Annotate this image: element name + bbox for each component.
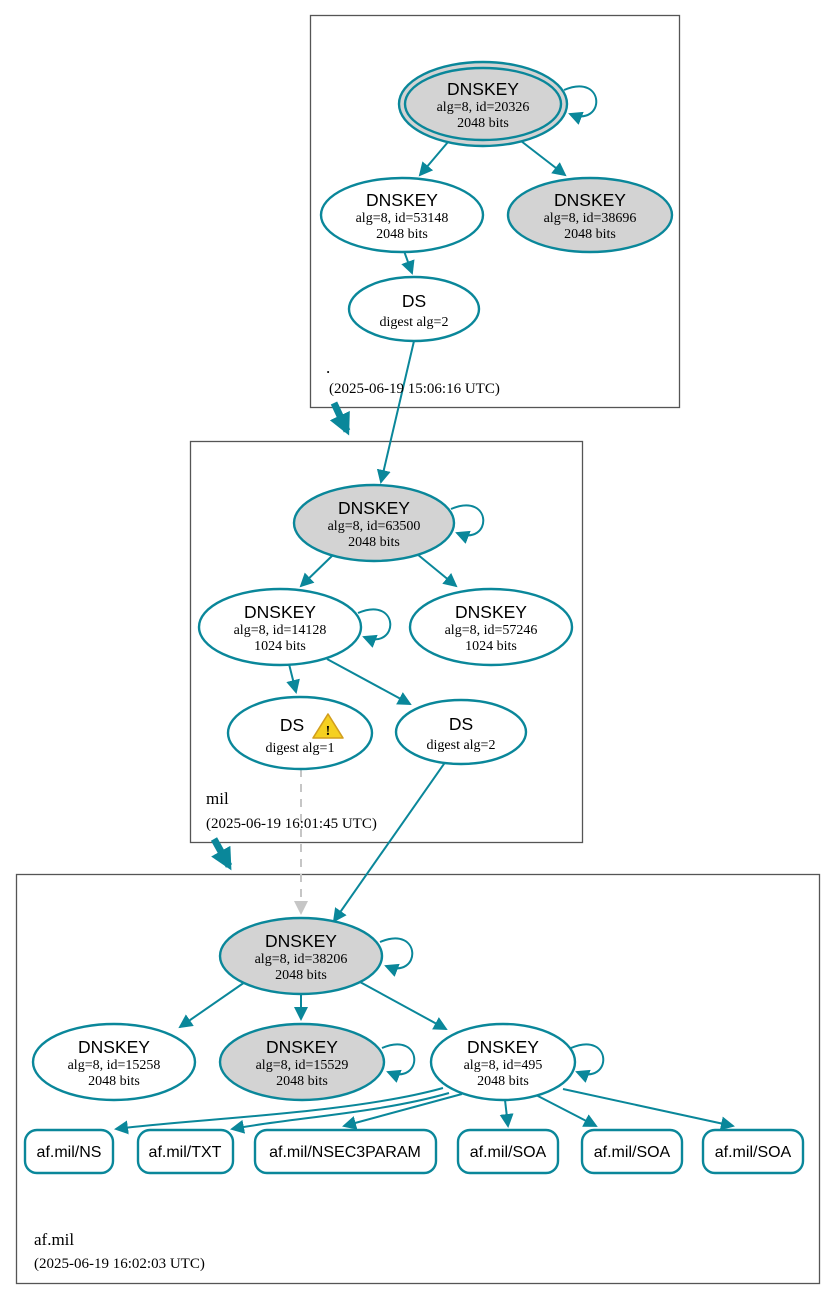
- self-loop-mil-ksk: [450, 504, 485, 544]
- dnskey-node-15529[interactable]: DNSKEY alg=8, id=15529 2048 bits: [218, 1022, 386, 1102]
- dnskey-14128-detail: alg=8, id=14128: [234, 623, 327, 638]
- dnskey-15258-bits: 2048 bits: [88, 1074, 140, 1089]
- dnskey-63500-detail: alg=8, id=63500: [328, 519, 421, 534]
- warning-icon: [312, 713, 344, 739]
- ds-node-mil-alg1[interactable]: DS ! digest alg=1: [226, 695, 374, 771]
- ds-mil-alg1-title: DS: [280, 715, 304, 735]
- ds-node-root[interactable]: DS digest alg=2: [347, 275, 481, 343]
- rrset-txt-label: af.mil/TXT: [149, 1144, 222, 1161]
- dnskey-38206-detail: alg=8, id=38206: [255, 952, 348, 967]
- edge-root-zsk-to-ds: [401, 250, 415, 275]
- zone-timestamp-af-mil: (2025-06-19 16:02:03 UTC): [34, 1256, 205, 1272]
- zone-box-mil: [189, 440, 584, 844]
- edge-mil-ksk-to-zsk: [299, 553, 335, 588]
- edge-mil-zsk-to-ds1: [286, 663, 300, 694]
- dnskey-node-14128[interactable]: DNSKEY alg=8, id=14128 1024 bits: [197, 587, 363, 667]
- dnskey-node-57246[interactable]: DNSKEY alg=8, id=57246 1024 bits: [408, 587, 574, 667]
- dnskey-node-20326[interactable]: DNSKEY alg=8, id=20326 2048 bits: [397, 60, 569, 148]
- dnskey-14128-bits: 1024 bits: [254, 639, 306, 654]
- dnskey-node-495[interactable]: DNSKEY alg=8, id=495 2048 bits: [429, 1022, 577, 1102]
- edge-zsk495-to-ns: [114, 1087, 444, 1135]
- ds-root-detail: digest alg=2: [380, 315, 449, 330]
- rrset-node-txt[interactable]: af.mil/TXT: [136, 1128, 235, 1175]
- rrset-soa3-label: af.mil/SOA: [715, 1144, 792, 1161]
- dnskey-495-detail: alg=8, id=495: [464, 1058, 543, 1073]
- dnskey-63500-title: DNSKEY: [338, 498, 410, 518]
- self-loop-mil-zsk: [357, 608, 392, 648]
- delegation-arrow-root-to-mil: [329, 401, 351, 436]
- rrset-node-soa-1[interactable]: af.mil/SOA: [456, 1128, 560, 1175]
- dnskey-38206-title: DNSKEY: [265, 931, 337, 951]
- dnskey-38206-bits: 2048 bits: [275, 968, 327, 983]
- zone-label-root: .: [326, 358, 330, 377]
- edge-root-ds-to-mil-ksk: [376, 340, 415, 484]
- edge-mil-ds2-to-afmil-ksk: [332, 760, 447, 923]
- self-loop-afmil-zsk495: [570, 1043, 605, 1083]
- zone-box-root: [309, 14, 681, 409]
- ds-node-mil-alg2[interactable]: DS digest alg=2: [394, 698, 528, 766]
- rrset-node-soa-3[interactable]: af.mil/SOA: [701, 1128, 805, 1175]
- ds-mil-alg1-detail: digest alg=1: [266, 741, 335, 756]
- edge-root-ksk-to-zsk: [418, 141, 449, 177]
- rrset-nsec3param-label: af.mil/NSEC3PARAM: [269, 1144, 421, 1161]
- rrset-node-nsec3param[interactable]: af.mil/NSEC3PARAM: [253, 1128, 438, 1175]
- dnskey-38696-detail: alg=8, id=38696: [544, 211, 637, 226]
- edge-zsk495-to-nsec3param: [342, 1093, 463, 1130]
- edge-afmil-ksk-to-zsk495: [359, 981, 448, 1030]
- edge-zsk495-to-soa2: [535, 1094, 598, 1127]
- dnskey-15258-title: DNSKEY: [78, 1037, 150, 1057]
- dnskey-57246-detail: alg=8, id=57246: [445, 623, 538, 638]
- self-loop-afmil-key15529: [381, 1043, 416, 1083]
- edge-mil-ksk-to-key57246: [416, 553, 458, 588]
- ds-mil-alg2-title: DS: [449, 714, 473, 734]
- zone-box-af-mil: [15, 873, 821, 1285]
- edge-zsk495-to-soa3: [562, 1088, 735, 1131]
- self-loop-afmil-ksk: [379, 937, 414, 977]
- dnskey-node-38206[interactable]: DNSKEY alg=8, id=38206 2048 bits: [218, 916, 384, 996]
- dnskey-15258-detail: alg=8, id=15258: [68, 1058, 161, 1073]
- edge-mil-zsk-to-ds2: [326, 658, 412, 705]
- delegation-arrow-mil-to-af-mil: [210, 837, 233, 871]
- zone-timestamp-mil: (2025-06-19 16:01:45 UTC): [206, 816, 377, 832]
- dnskey-57246-title: DNSKEY: [455, 602, 527, 622]
- dnskey-20326-detail: alg=8, id=20326: [437, 100, 530, 115]
- ds-root-title: DS: [402, 291, 426, 311]
- dnskey-495-bits: 2048 bits: [477, 1074, 529, 1089]
- warning-icon-mark: !: [326, 724, 331, 739]
- rrset-ns-label: af.mil/NS: [37, 1144, 102, 1161]
- dnskey-53148-detail: alg=8, id=53148: [356, 211, 449, 226]
- dnskey-15529-bits: 2048 bits: [276, 1074, 328, 1089]
- dnskey-node-15258[interactable]: DNSKEY alg=8, id=15258 2048 bits: [31, 1022, 197, 1102]
- dnskey-20326-title: DNSKEY: [447, 79, 519, 99]
- dnskey-15529-detail: alg=8, id=15529: [256, 1058, 349, 1073]
- dnskey-495-title: DNSKEY: [467, 1037, 539, 1057]
- edge-zsk495-to-soa1: [499, 1099, 514, 1128]
- dnskey-38696-bits: 2048 bits: [564, 227, 616, 242]
- rrset-soa1-label: af.mil/SOA: [470, 1144, 547, 1161]
- dnskey-node-63500[interactable]: DNSKEY alg=8, id=63500 2048 bits: [292, 483, 456, 563]
- dnskey-20326-bits: 2048 bits: [457, 116, 509, 131]
- ds-mil-alg2-detail: digest alg=2: [427, 738, 496, 753]
- dnskey-38696-title: DNSKEY: [554, 190, 626, 210]
- edge-root-ksk-to-key38696: [520, 140, 567, 177]
- zone-label-af-mil: af.mil: [34, 1230, 74, 1249]
- dnskey-53148-title: DNSKEY: [366, 190, 438, 210]
- edge-zsk495-to-txt: [230, 1092, 450, 1134]
- dnskey-15529-title: DNSKEY: [266, 1037, 338, 1057]
- zone-label-mil: mil: [206, 789, 229, 808]
- dnskey-14128-title: DNSKEY: [244, 602, 316, 622]
- self-loop-root-ksk: [563, 85, 598, 125]
- zone-timestamp-root: (2025-06-19 15:06:16 UTC): [329, 381, 500, 397]
- rrset-node-soa-2[interactable]: af.mil/SOA: [580, 1128, 684, 1175]
- rrset-node-ns[interactable]: af.mil/NS: [23, 1128, 115, 1175]
- dnskey-53148-bits: 2048 bits: [376, 227, 428, 242]
- rrset-soa2-label: af.mil/SOA: [594, 1144, 671, 1161]
- edge-afmil-ksk-to-key15258: [178, 981, 246, 1029]
- dnskey-node-53148[interactable]: DNSKEY alg=8, id=53148 2048 bits: [319, 176, 485, 254]
- dnskey-node-38696[interactable]: DNSKEY alg=8, id=38696 2048 bits: [506, 176, 674, 254]
- dnskey-57246-bits: 1024 bits: [465, 639, 517, 654]
- dnskey-63500-bits: 2048 bits: [348, 535, 400, 550]
